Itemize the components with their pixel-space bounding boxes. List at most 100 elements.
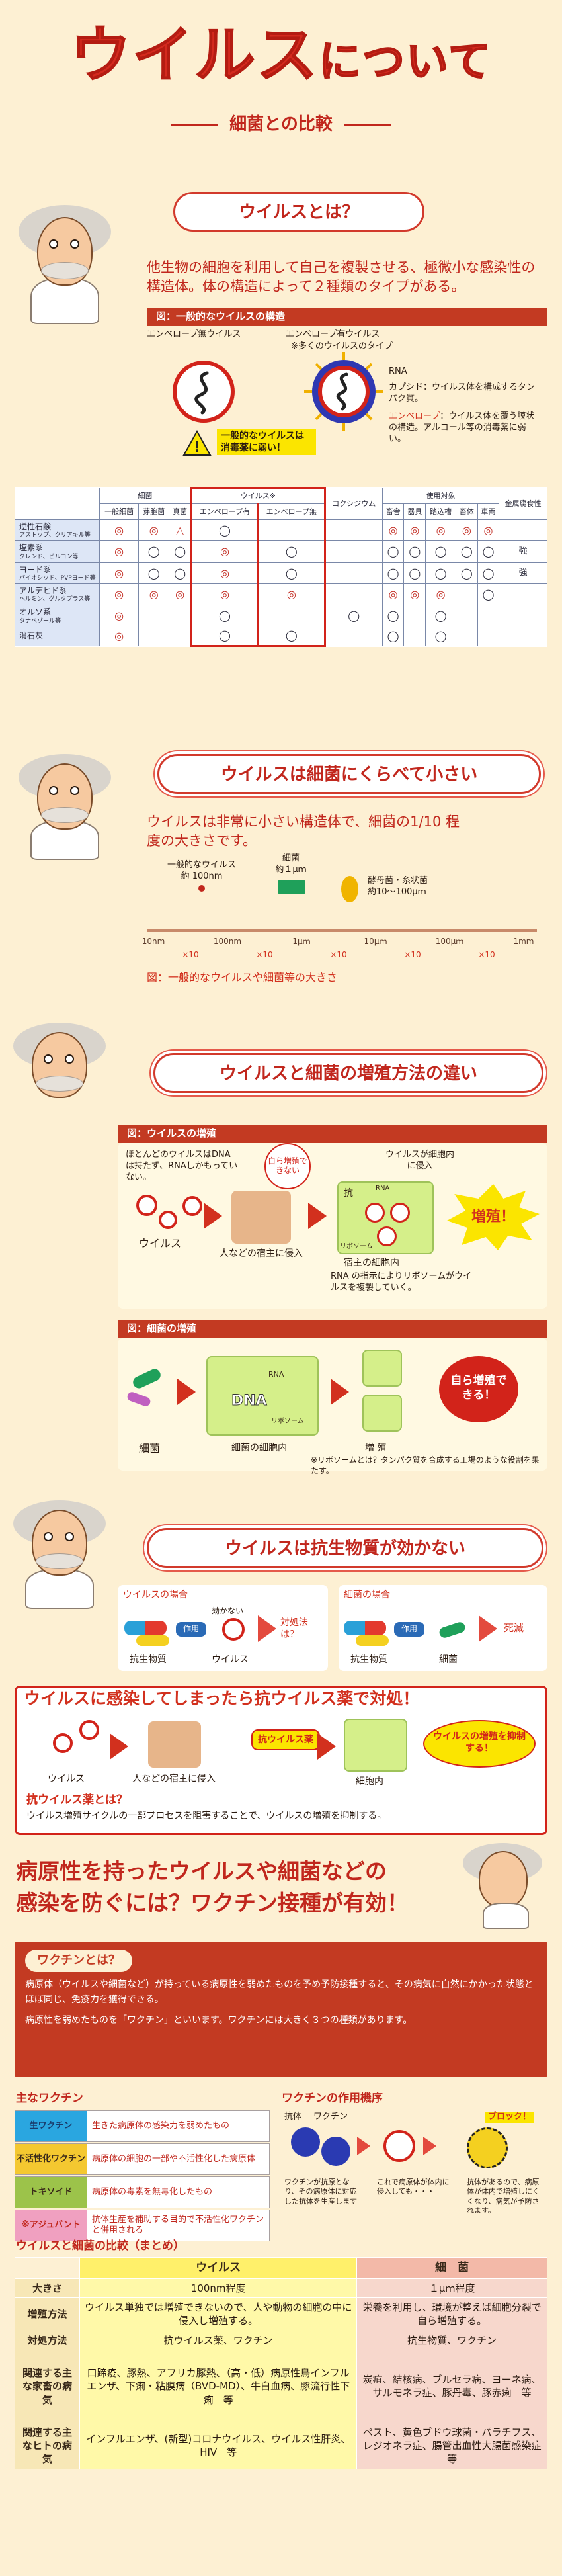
size-figure-caption: 図：一般的なウイルスや細菌等の大きさ	[147, 971, 338, 984]
host-label: 人などの宿主に侵入	[220, 1248, 303, 1259]
vaccine-headline: 病原性を持ったウイルスや細菌などの感染を防ぐには？ワクチン接種が有効！	[16, 1858, 409, 1916]
arrow-to-host	[204, 1203, 222, 1229]
bacteria-cell-label: 細菌の細胞内	[231, 1443, 287, 1453]
disinfectant-cell: ◯	[477, 583, 500, 606]
disinfectant-row: 逆性石鹸アストップ、クリアキル等◎◎△◯◎◎◎◎◎	[15, 519, 547, 542]
col-cocci: コクシジウム	[324, 488, 383, 520]
disinfectant-cell: ◯	[456, 562, 478, 584]
summary-row: 関連する主な家畜の病気口蹄疫、豚熱、アフリカ豚熱、（高・低）病原性鳥インフルエン…	[15, 2349, 547, 2423]
disinfectant-cell: ◯	[381, 540, 405, 563]
disinfectant-cell: ◎	[381, 519, 405, 542]
disinfectant-cell: ◎	[99, 605, 140, 627]
disinfectant-row: アルデヒド系ヘルミン、グルタプラス等◎◎◎◎◎◎◎◎◯	[15, 583, 547, 606]
disinfectant-cell: ◎	[99, 519, 140, 542]
figure-bacteria-growth-title: 図：細菌の増殖	[118, 1320, 547, 1338]
disinfectant-name: アルデヒド系ヘルミン、グルタプラス等	[15, 583, 100, 606]
disinfectant-cell: ◯	[169, 540, 192, 563]
disinfectant-cell: ◎	[403, 519, 426, 542]
disinfectant-cell: ◯	[403, 562, 426, 584]
disinfectant-cell	[324, 562, 383, 584]
disinfectant-name: オルソ系タナベゾール等	[15, 605, 100, 627]
ribosome-note: ※リボソームとは？タンパク質を合成する工場のような役割を果たす。	[311, 1455, 540, 1475]
disinfectant-cell: ◯	[138, 540, 170, 563]
disinfectant-cell: ◯	[190, 626, 259, 647]
vaccine-type-live: 生ワクチン生きた病原体の感染力を弱めたもの	[15, 2110, 270, 2142]
col-env-yes: エンベロープ有	[190, 503, 259, 520]
disinfectant-cell: ◯	[381, 605, 405, 627]
disinfectant-cell	[169, 626, 192, 646]
summary-cell-v: ウイルス単独では増殖できないので、人や動物の細胞の中に侵入し増殖する。	[79, 2297, 358, 2331]
disinfectant-cell	[477, 605, 500, 627]
disinfectant-cell	[456, 605, 478, 627]
disinfectant-cell: △	[169, 519, 192, 542]
vaccine-mechanism-title: ワクチンの作用機序	[282, 2092, 383, 2105]
col-spore: 芽胞菌	[138, 503, 170, 520]
host-person	[231, 1191, 291, 1244]
section-virus-intro-bubble: ウイルスとは？	[173, 192, 424, 232]
virus-invades-label: ウイルスが細胞内に侵入	[385, 1150, 454, 1171]
vaccine-type-toxoid: トキソイド病原体の毒素を無毒化したもの	[15, 2176, 270, 2208]
main-vaccine-title: 主なワクチン	[16, 2092, 83, 2105]
host-cell-label: 宿主の細胞内	[344, 1258, 399, 1268]
summary-cell-h: 関連する主な家畜の病気	[15, 2349, 80, 2423]
disinfectant-name: 逆性石鹸アストップ、クリアキル等	[15, 519, 100, 542]
bacteria-shape	[278, 880, 305, 894]
summary-row: 対処方法抗ウイルス薬、ワクチン抗生物質、ワクチン	[15, 2330, 547, 2350]
summary-row: 増殖方法ウイルス単独では増殖できないので、人や動物の細胞の中に侵入し増殖する。栄…	[15, 2297, 547, 2331]
disinfectant-cell: ◎	[257, 583, 326, 606]
col-group-usage: 使用対象	[381, 488, 500, 504]
disinfectant-cell: ◯	[425, 605, 457, 627]
disinfectant-cell: 強	[499, 540, 547, 563]
figure-virus-growth-title: 図：ウイルスの増殖	[118, 1125, 547, 1143]
col-group-virus: ウイルス※	[190, 487, 326, 504]
disinfectant-cell: ◯	[381, 562, 405, 584]
disinfectant-cell	[456, 626, 478, 646]
disinfectant-cell: ◎	[99, 626, 140, 646]
doctor-illustration-3	[13, 1019, 106, 1125]
doctor-illustration-4	[13, 1496, 106, 1609]
disinfectant-cell	[499, 605, 547, 627]
disinfectant-cell	[499, 519, 547, 542]
subtitle-text: 細菌との比較	[229, 114, 333, 134]
col-vehicle: 車両	[477, 503, 500, 520]
disinfectant-cell: ◎	[169, 583, 192, 606]
self-replicate-badge: 自ら増殖できる！	[439, 1356, 518, 1422]
vaccine-card-p2: 病原性を弱めたものを「ワクチン」といいます。ワクチンには大きく３つの種類がありま…	[25, 2015, 413, 2026]
summary-cell-v: 抗ウイルス薬、ワクチン	[79, 2330, 358, 2350]
antiviral-med-label: 抗ウイルス薬	[251, 1729, 320, 1750]
envelope-desc: エンベロープ：ウイルス体を覆う膜状の構造。アルコール等の消毒薬に弱い。	[389, 411, 535, 444]
disinfectant-cell: ◎	[425, 583, 457, 606]
disinfectant-cell	[456, 583, 478, 606]
disinfectant-cell: ◎	[381, 583, 405, 606]
vaccine-type-adjuvant: ※アジュバント抗体生産を補助する目的で不活性化ワクチンと併用される	[15, 2210, 270, 2241]
col-footbath: 踏込槽	[425, 503, 457, 520]
disinfectant-cell: ◎	[99, 562, 140, 584]
disinfectant-cell: ◎	[190, 562, 259, 584]
summary-row: 関連する主なヒトの病気インフルエンザ、(新型)コロナウイルス、ウイルス性肝炎、H…	[15, 2422, 551, 2469]
disinfectant-cell: ◯	[257, 540, 326, 563]
bacteria-cell: DNA RNA リボソーム	[206, 1356, 319, 1436]
yeast-shape	[341, 876, 358, 902]
summary-col-virus: ウイルス	[79, 2257, 358, 2279]
yeast-size-label: 酵母菌・糸状菌約10～100μｍ	[368, 876, 428, 897]
disinfectant-cell: ◯	[403, 540, 426, 563]
disinfectant-cell: ◯	[425, 626, 457, 646]
disinfectant-cell: ◎	[403, 583, 426, 606]
disinfectant-cell: ◯	[425, 562, 457, 584]
disinfectant-cell: ◎	[99, 540, 140, 563]
disinfectant-name: 消石灰	[15, 626, 100, 646]
rna-label: RNA	[389, 366, 407, 376]
host-cell: 抗 RNA リボソーム	[337, 1181, 434, 1254]
suppress-badge: ウイルスの増殖を抑制する！	[423, 1720, 536, 1768]
disinfectant-cell	[477, 626, 500, 646]
disinfectant-cell	[324, 626, 383, 646]
summary-cell-b: ペスト、黄色ブドウ球菌・パラチフス、レジオネラ症、腸管出血性大腸菌感染症 等	[356, 2422, 551, 2469]
disinfectant-cell	[324, 540, 383, 563]
envelope-label: エンベロープ有ウイルス	[286, 329, 380, 339]
disinfectant-cell: ◯	[381, 626, 405, 646]
col-barn: 畜舎	[381, 503, 405, 520]
vaccine-type-inactivated: 不活性化ワクチン病原体の細胞の一部や不活性化した病原体	[15, 2143, 270, 2175]
summary-cell-b: 抗生物質、ワクチン	[356, 2330, 547, 2350]
